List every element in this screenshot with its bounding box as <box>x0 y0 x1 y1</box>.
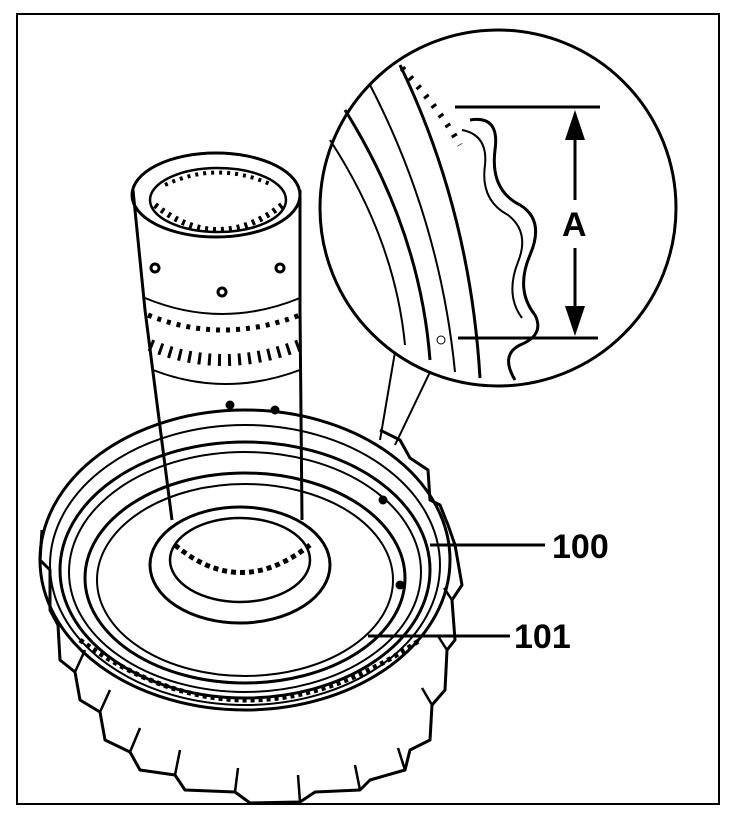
slot-band-dots <box>147 312 301 333</box>
part-label-101: 101 <box>514 618 571 656</box>
detail-band-2 <box>369 84 456 373</box>
detail-leader-right <box>394 371 431 446</box>
dim-arrowhead-up <box>565 110 585 140</box>
hub-ring-outer <box>148 505 332 625</box>
dimension-label-a: A <box>562 206 587 244</box>
shaft-left-side <box>131 189 174 521</box>
detail-leader-left <box>379 351 396 441</box>
ring-dot <box>378 495 388 505</box>
gear-notches <box>73 587 454 803</box>
ring-101 <box>83 471 407 685</box>
shaft-splines <box>153 202 284 233</box>
shaft <box>130 151 312 575</box>
detail-magnifier <box>318 28 678 446</box>
shaft-splines-upper <box>164 170 273 187</box>
shaft-top-outer <box>130 151 302 239</box>
outer-ring-2 <box>49 424 441 706</box>
shaft-collar <box>173 543 312 575</box>
detail-band-1 <box>343 109 432 361</box>
ring-100-inner <box>68 451 422 693</box>
figure-frame <box>16 13 720 805</box>
hub-ring-inner <box>168 516 312 604</box>
oil-hole <box>274 262 286 274</box>
detail-band-4 <box>329 139 406 346</box>
oil-hole <box>216 286 228 298</box>
detail-dots <box>399 65 463 147</box>
detail-band-3 <box>398 64 482 379</box>
detail-wavy-edge-inner <box>461 129 524 319</box>
detail-circle <box>318 28 678 388</box>
knurled-band <box>78 637 422 703</box>
ring-dot <box>395 580 405 590</box>
detail-dot <box>436 335 446 345</box>
part-label-100: 100 <box>552 528 609 566</box>
shaft-right-side <box>298 190 304 521</box>
shaft-top-inner <box>148 166 288 234</box>
dim-arrowhead-down <box>565 306 585 336</box>
slot-band-top <box>144 297 301 315</box>
detail-wavy-edge <box>469 117 540 381</box>
shaft-hole <box>270 405 280 415</box>
slot-band-slots <box>147 339 303 366</box>
oil-hole <box>149 262 161 274</box>
drum-assembly <box>38 408 464 805</box>
shaft-hole <box>225 400 235 410</box>
outer-ring <box>38 408 452 712</box>
ring-100 <box>58 440 432 700</box>
slot-band-bottom <box>152 369 301 385</box>
ring-101-inner <box>96 483 394 677</box>
